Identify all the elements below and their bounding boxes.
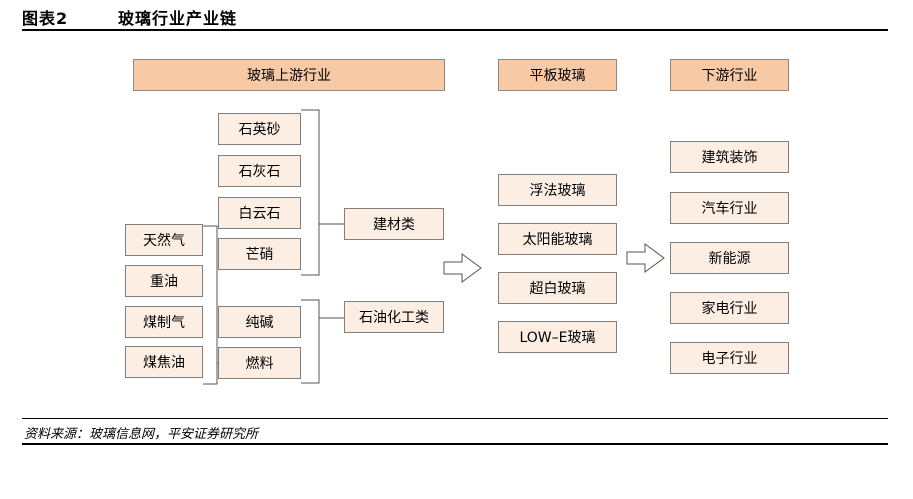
fuel-coal-gas: 煤制气: [125, 306, 203, 338]
arrow-flat-to-downstream: [626, 243, 665, 273]
header-downstream: 下游行业: [670, 59, 789, 91]
mineral-quartz-sand: 石英砂: [218, 113, 301, 145]
flat-glass-low-e: LOW–E玻璃: [498, 321, 617, 353]
input-soda-ash: 纯碱: [218, 306, 301, 338]
mineral-bracket: [301, 109, 320, 276]
mineral-mirabilite: 芒硝: [218, 238, 301, 270]
flat-glass-float: 浮法玻璃: [498, 174, 617, 206]
figure-title: 图表2 玻璃行业产业链: [22, 5, 237, 29]
mineral-dolomite: 白云石: [218, 197, 301, 229]
fuel-heavy-oil: 重油: [125, 265, 203, 297]
fuel-natural-gas: 天然气: [125, 224, 203, 256]
chem-bracket: [301, 299, 320, 384]
fuel-bracket: [203, 225, 218, 385]
downstream-new-energy: 新能源: [670, 242, 789, 274]
header-flat-glass: 平板玻璃: [498, 59, 617, 91]
flat-glass-solar: 太阳能玻璃: [498, 223, 617, 255]
category-building-materials: 建材类: [344, 208, 444, 240]
downstream-automotive: 汽车行业: [670, 192, 789, 224]
downstream-appliances: 家电行业: [670, 292, 789, 324]
bottom-rule-upper: [22, 418, 888, 419]
header-upstream: 玻璃上游行业: [133, 59, 445, 91]
arrow-upstream-to-flat: [443, 253, 482, 283]
flat-glass-ultra-white: 超白玻璃: [498, 272, 617, 304]
figure-title-text: 玻璃行业产业链: [118, 9, 238, 28]
category-petrochemical: 石油化工类: [344, 301, 444, 333]
downstream-construction: 建筑装饰: [670, 141, 789, 173]
input-fuel: 燃料: [218, 347, 301, 379]
top-rule: [22, 29, 888, 31]
fuel-coal-tar: 煤焦油: [125, 346, 203, 378]
figure-label: 图表2: [22, 9, 69, 28]
source-note: 资料来源：玻璃信息网，平安证券研究所: [24, 427, 259, 442]
mineral-limestone: 石灰石: [218, 155, 301, 187]
bottom-rule-lower: [22, 443, 888, 445]
downstream-electronics: 电子行业: [670, 342, 789, 374]
